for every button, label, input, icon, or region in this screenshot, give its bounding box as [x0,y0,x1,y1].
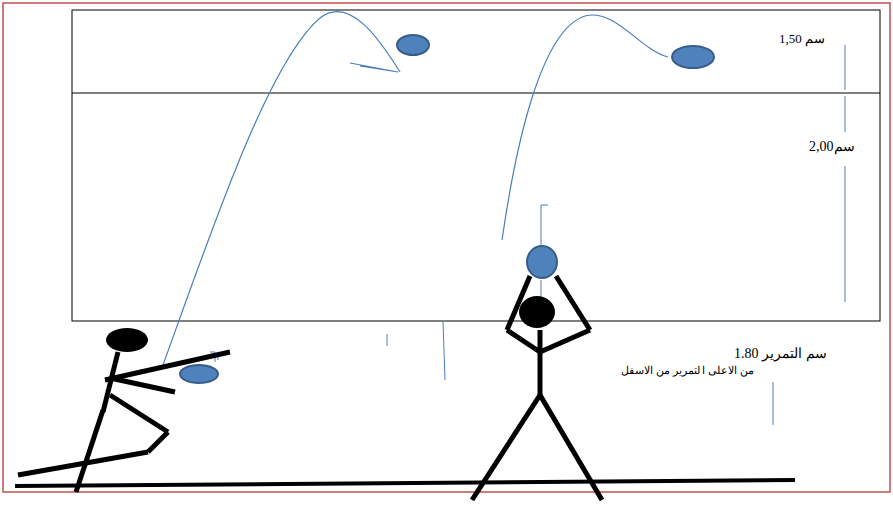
ball-path-tip [350,63,398,72]
zone-divider [72,93,880,94]
dimension-label: 1.80 سم التمرير [733,346,828,362]
dimension-label: 2,00سم [808,139,856,155]
net-zone [72,10,880,321]
dimension-marks [210,45,845,425]
dimension-label: 1,50 سم [778,32,826,47]
page-frame [3,3,890,492]
ball-path [162,12,400,368]
ground-line [15,480,795,486]
ball-path [502,15,668,240]
kneeling-player [18,328,230,492]
ball [180,35,714,383]
standing-player [472,276,602,500]
note-text: من الاعلى ا لتمرير من الاسفل [620,364,755,377]
trajectories [162,12,668,368]
